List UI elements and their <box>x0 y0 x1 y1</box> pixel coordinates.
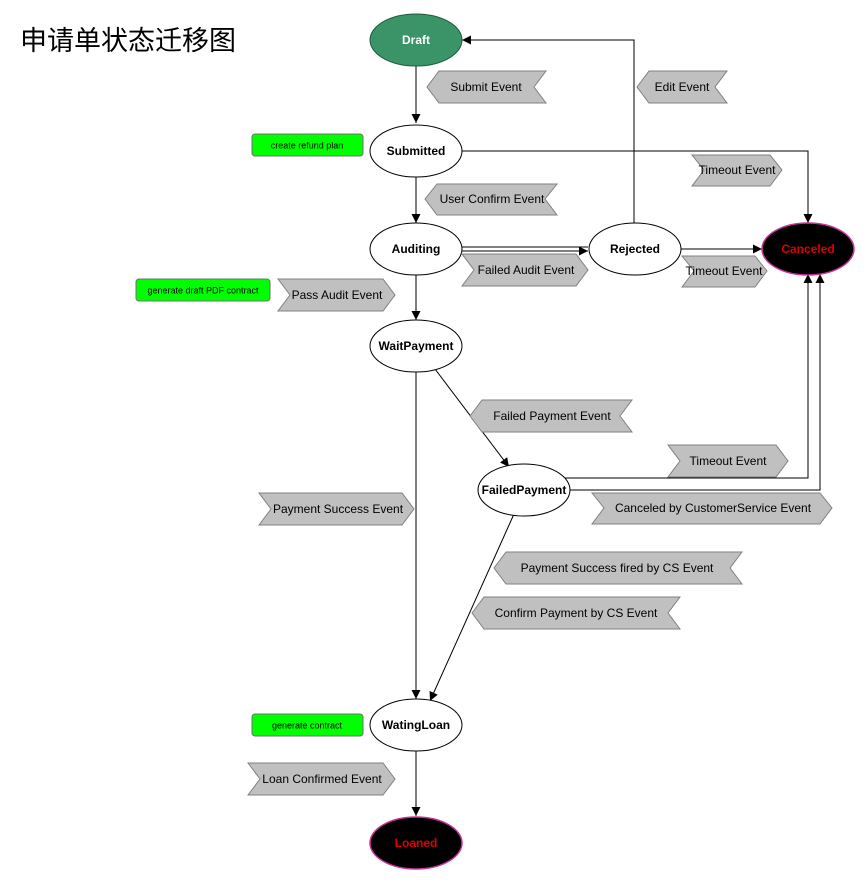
state-draft[interactable]: Draft <box>369 13 463 67</box>
state-loaned[interactable]: Loaned <box>369 816 463 870</box>
state-submitted-label: Submitted <box>387 144 446 158</box>
note-generate-contract-box <box>251 713 364 737</box>
state-rejected[interactable]: Rejected <box>588 222 682 276</box>
state-canceled-label: Canceled <box>781 242 834 256</box>
event-submit[interactable]: Submit Event <box>426 70 547 104</box>
event-user-confirm-shape <box>424 183 559 216</box>
event-pass-audit-shape <box>277 278 396 312</box>
event-pass-audit[interactable]: Pass Audit Event <box>277 278 396 312</box>
event-failed-audit-label: Failed Audit Event <box>478 263 575 277</box>
state-failedpayment[interactable]: FailedPayment <box>477 463 571 517</box>
event-timeout-submitted[interactable]: Timeout Event <box>690 154 783 187</box>
event-loan-confirmed[interactable]: Loan Confirmed Event <box>247 762 396 796</box>
edge-submitted-canceled <box>462 150 813 223</box>
event-pass-audit-label: Pass Audit Event <box>292 288 383 302</box>
state-rejected-label: Rejected <box>610 242 660 256</box>
event-edit-label: Edit Event <box>655 80 710 94</box>
event-payment-success-label: Payment Success Event <box>273 502 404 516</box>
state-submitted[interactable]: Submitted <box>369 124 463 178</box>
state-waitpayment-shape <box>369 319 463 373</box>
edge-failedpayment-canceled-timeout <box>564 274 813 479</box>
edges <box>411 35 825 816</box>
event-confirm-payment-cs-shape <box>471 596 681 630</box>
state-canceled-shape <box>761 222 855 276</box>
state-rejected-shape <box>588 222 682 276</box>
event-failed-audit[interactable]: Failed Audit Event <box>461 253 589 287</box>
event-user-confirm[interactable]: User Confirm Event <box>424 183 559 216</box>
event-timeout-submitted-label: Timeout Event <box>699 163 777 177</box>
event-failed-payment[interactable]: Failed Payment Event <box>469 399 633 433</box>
event-failed-payment-shape <box>469 399 633 433</box>
note-generate-draft-pdf[interactable]: generate draft PDF contract <box>135 278 271 302</box>
state-loaned-label: Loaned <box>395 836 438 850</box>
note-create-refund-plan-box <box>251 133 364 157</box>
edge-failedpayment-watingloan <box>429 513 515 702</box>
state-watingloan[interactable]: WatingLoan <box>369 698 463 752</box>
event-payment-success-cs[interactable]: Payment Success fired by CS Event <box>493 551 743 585</box>
event-submit-label: Submit Event <box>450 80 522 94</box>
state-draft-label: Draft <box>402 33 430 47</box>
state-failedpayment-label: FailedPayment <box>482 483 567 497</box>
edge-rejected-draft <box>462 35 635 224</box>
note-generate-contract[interactable]: generate contract <box>251 713 364 737</box>
event-loan-confirmed-label: Loan Confirmed Event <box>262 772 382 786</box>
event-confirm-payment-cs-label: Confirm Payment by CS Event <box>495 606 658 620</box>
state-canceled[interactable]: Canceled <box>761 222 855 276</box>
state-watingloan-shape <box>369 698 463 752</box>
state-waitpayment-label: WaitPayment <box>379 339 454 353</box>
event-payment-success-cs-label: Payment Success fired by CS Event <box>521 561 714 575</box>
event-payment-success-cs-shape <box>493 551 743 585</box>
event-timeout-failed-payment[interactable]: Timeout Event <box>667 444 789 478</box>
state-failedpayment-shape <box>477 463 571 517</box>
state-draft-shape <box>369 13 463 67</box>
event-payment-success[interactable]: Payment Success Event <box>258 492 415 526</box>
event-payment-success-shape <box>258 492 415 526</box>
diagram-title: 申请单状态迁移图 <box>20 26 236 57</box>
state-submitted-shape <box>369 124 463 178</box>
note-create-refund-plan-label: create refund plan <box>271 140 344 150</box>
event-loan-confirmed-shape <box>247 762 396 796</box>
state-auditing[interactable]: Auditing <box>369 222 463 276</box>
state-loaned-shape <box>369 816 463 870</box>
event-timeout-rejected-label: Timeout Event <box>686 264 764 278</box>
event-timeout-submitted-shape <box>690 154 783 187</box>
state-auditing-label: Auditing <box>392 242 441 256</box>
event-canceled-by-cs-label: Canceled by CustomerService Event <box>615 501 812 515</box>
note-generate-draft-pdf-box <box>135 278 271 302</box>
event-confirm-payment-cs[interactable]: Confirm Payment by CS Event <box>471 596 681 630</box>
event-timeout-failed-payment-shape <box>667 444 789 478</box>
state-waitpayment[interactable]: WaitPayment <box>369 319 463 373</box>
event-timeout-rejected[interactable]: Timeout Event <box>680 255 768 288</box>
note-generate-contract-label: generate contract <box>272 720 343 730</box>
event-canceled-by-cs-shape <box>590 492 833 525</box>
event-edit[interactable]: Edit Event <box>636 70 728 104</box>
state-auditing-shape <box>369 222 463 276</box>
event-user-confirm-label: User Confirm Event <box>440 192 545 206</box>
event-failed-payment-label: Failed Payment Event <box>493 409 611 423</box>
event-canceled-by-cs[interactable]: Canceled by CustomerService Event <box>590 492 833 525</box>
event-edit-shape <box>636 70 728 104</box>
event-failed-audit-shape <box>461 253 589 287</box>
edge-failedpayment-canceled-cs <box>568 274 825 491</box>
event-submit-shape <box>426 70 547 104</box>
note-create-refund-plan[interactable]: create refund plan <box>251 133 364 157</box>
note-generate-draft-pdf-label: generate draft PDF contract <box>147 285 259 295</box>
state-watingloan-label: WatingLoan <box>382 718 450 732</box>
event-timeout-rejected-shape <box>680 255 768 288</box>
event-timeout-failed-payment-label: Timeout Event <box>690 454 768 468</box>
